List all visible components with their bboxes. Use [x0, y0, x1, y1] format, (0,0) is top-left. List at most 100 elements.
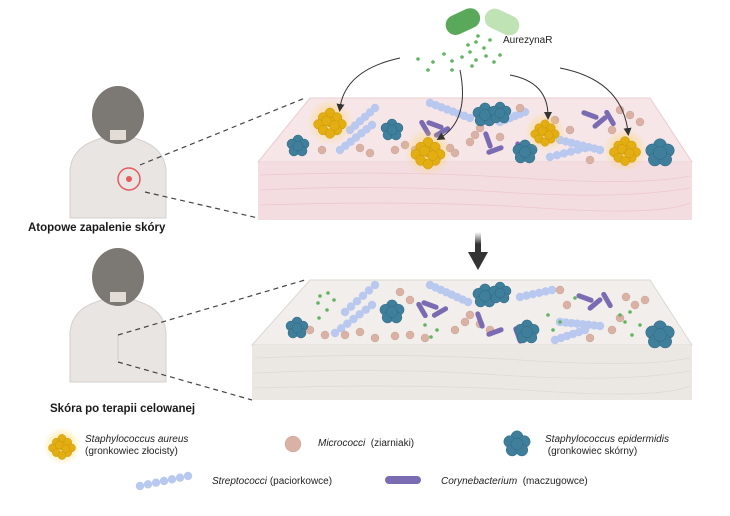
drug-particle: [435, 328, 439, 332]
micrococcus: [562, 300, 572, 310]
drug-particle: [476, 34, 480, 38]
streptococci-chain: [515, 285, 557, 302]
drug-particle: [558, 320, 562, 324]
corynebacterium-rod: [416, 301, 428, 319]
streptococci-chain: [425, 98, 475, 123]
corynebacterium-rod: [592, 115, 608, 129]
legend-latin: Micrococci: [318, 438, 366, 449]
drug-particle: [326, 291, 330, 295]
micrococcus: [495, 132, 505, 142]
legend-polish: (paciorkowce): [269, 476, 333, 487]
streptococci-chain: [545, 143, 590, 162]
s-epidermidis-cluster: [488, 281, 512, 304]
corynebacterium-rod: [421, 300, 439, 310]
streptococci-chain: [555, 317, 605, 331]
drug-delivery-arrows: [336, 57, 632, 141]
legend-latin: Streptococci: [212, 476, 268, 487]
drug-particle: [498, 53, 502, 57]
micrococcus: [355, 143, 365, 153]
legend-micrococci: Micrococci (ziarniaki): [318, 438, 414, 450]
micrococcus: [365, 148, 375, 158]
drug-particle: [470, 64, 474, 68]
micrococcus: [515, 103, 525, 113]
drug-particle: [450, 68, 454, 72]
s-epidermidis-cluster: [503, 430, 531, 457]
micrococcus: [340, 330, 350, 340]
drug-particle: [442, 52, 446, 56]
corynebacterium-rod: [486, 145, 504, 155]
drug-particle: [484, 54, 488, 58]
drug-particle: [630, 333, 634, 337]
legend-polish: (gronkowiec skórny): [547, 446, 638, 457]
legend-streptococci: Streptococci (paciorkowce): [212, 476, 332, 488]
streptococci-chain: [340, 280, 380, 317]
caption-before: Atopowe zapalenie skóry: [28, 222, 166, 234]
micrococcus: [355, 327, 365, 337]
micrococcus: [405, 295, 415, 305]
legend-s-epidermidis: Staphylococcus epidermidis (gronkowiec s…: [545, 434, 669, 458]
corynebacterium-rod: [604, 109, 616, 127]
drug-particle: [316, 301, 320, 305]
streptococci-chain: [550, 325, 590, 345]
s-epidermidis-cluster: [380, 118, 404, 141]
drug-particle: [573, 296, 577, 300]
drug-particle: [332, 298, 336, 302]
micrococcus: [284, 435, 302, 453]
micrococcus: [585, 155, 595, 165]
micrococcus: [465, 310, 475, 320]
corynebacterium-rod: [426, 120, 444, 130]
caption-after: Skóra po terapii celowanej: [50, 403, 196, 415]
drug-particle: [423, 323, 427, 327]
s-aureus-cluster: [603, 128, 647, 172]
corynebacterium-rod: [431, 306, 449, 318]
drug-particle: [551, 328, 555, 332]
corynebacterium-rod: [486, 327, 504, 337]
drug-particle: [318, 294, 322, 298]
lesion-icon: [117, 167, 141, 191]
legend-polish: (maczugowce): [522, 476, 588, 487]
drug-particle: [426, 68, 430, 72]
s-epidermidis-cluster: [514, 319, 540, 344]
streptococci-chain: [335, 120, 377, 155]
legend-corynebacterium: Corynebacterium (maczugowce): [441, 476, 588, 488]
drug-particle: [488, 38, 492, 42]
streptococci-chain: [135, 471, 193, 491]
micrococcus: [607, 325, 617, 335]
s-epidermidis-cluster: [488, 101, 512, 124]
child-after: [69, 248, 167, 383]
micrococcus: [555, 285, 565, 295]
s-epidermidis-cluster: [512, 139, 538, 164]
micrococcus: [630, 300, 640, 310]
drug-particles: [416, 34, 502, 72]
zoom-lines-after: [117, 279, 306, 401]
drug-particle: [474, 58, 478, 62]
micrococcus: [565, 125, 575, 135]
micrococcus: [460, 317, 470, 327]
s-epidermidis-cluster: [286, 134, 310, 157]
streptococci-chain: [330, 300, 377, 338]
capsule-icon: [445, 8, 520, 36]
micrococcus: [450, 148, 460, 158]
corynebacterium-rod: [475, 311, 485, 329]
corynebacterium-rod: [587, 297, 603, 311]
drug-particle: [429, 335, 433, 339]
legend-latin: Staphylococcus epidermidis: [545, 434, 669, 445]
down-arrow-icon: [468, 232, 488, 270]
drug-particle: [468, 50, 472, 54]
zoom-lines-before: [139, 97, 306, 219]
drug-particle: [492, 60, 496, 64]
drug-particle: [546, 313, 550, 317]
micrococcus: [450, 325, 460, 335]
legend-latin: Corynebacterium: [441, 476, 518, 487]
child-before: [69, 86, 167, 219]
corynebacterium-rod: [581, 110, 599, 120]
micrococcus: [621, 292, 631, 302]
drug-particle: [623, 320, 627, 324]
drug-particle: [638, 323, 642, 327]
drug-particle: [474, 40, 478, 44]
micrococcus: [470, 130, 480, 140]
drug-particle: [466, 43, 470, 47]
drug-particle: [416, 57, 420, 61]
